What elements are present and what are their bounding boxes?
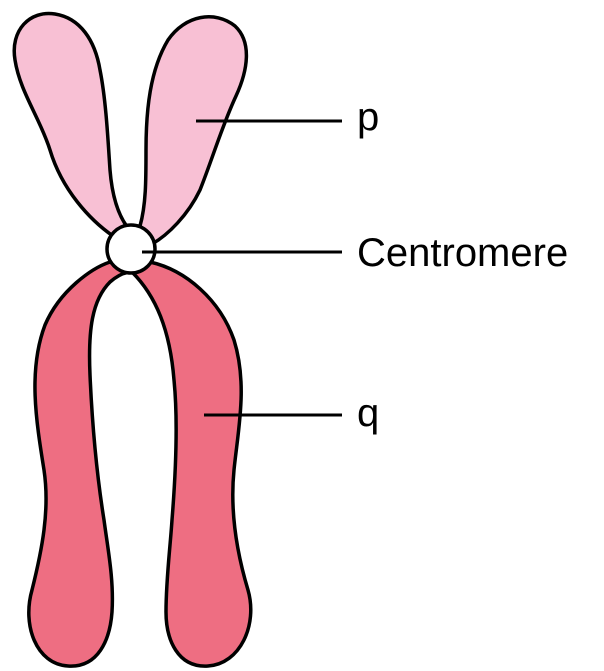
centromere-label: Centromere <box>357 231 568 275</box>
p-arm-left-chromatid <box>14 13 128 236</box>
q-arm-right-chromatid <box>132 262 251 666</box>
q-arm-label: q <box>357 391 379 435</box>
p-arm-label: p <box>357 95 379 139</box>
q-arm-left-chromatid <box>29 262 132 666</box>
centromere-circle <box>107 225 155 273</box>
p-arm-right-chromatid <box>140 17 246 244</box>
